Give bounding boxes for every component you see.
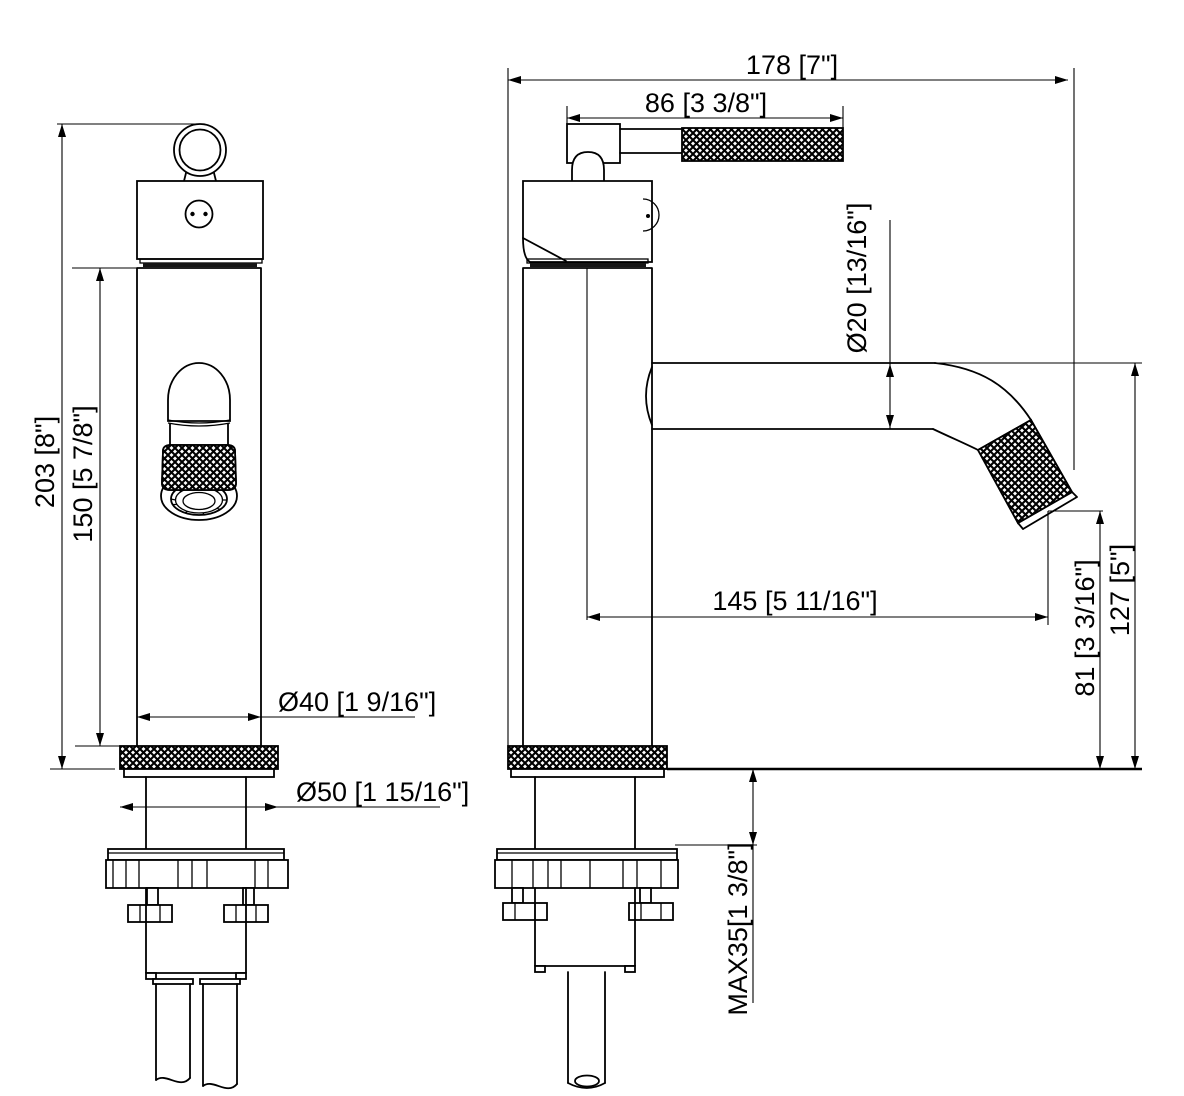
dim-spout-reach: 145 [5 11/16"] (712, 586, 877, 616)
dim-max-deck-thickness: MAX35[1 3/8"] (723, 842, 753, 1015)
inlet-pipe (567, 971, 606, 1089)
dim-total-depth: 178 [7"] (746, 50, 838, 80)
faucet-head-cap-side (522, 180, 653, 263)
dim-spout-height: 127 [5"] (1105, 544, 1135, 636)
supply-hoses (155, 983, 238, 1090)
dim-base-diameter: Ø50 [1 15/16"] (296, 777, 469, 807)
front-view (105, 123, 289, 1090)
dimension-annotations: 203 [8"] 150 [5 7/8"] Ø40 [1 9/16"] Ø50 … (30, 50, 1142, 1016)
base-knurl-ring (119, 745, 279, 770)
indicator-button (184, 199, 214, 229)
spout-side (645, 362, 1078, 530)
mounting-hardware-side (494, 776, 679, 973)
spout-front (160, 362, 238, 521)
dim-spout-diameter: Ø20 [13/16"] (842, 203, 872, 354)
dim-body-height: 150 [5 7/8"] (68, 405, 98, 542)
dim-handle-length: 86 [3 3/8"] (645, 88, 767, 118)
mounting-hardware-front (105, 776, 289, 985)
side-view (494, 123, 1078, 1089)
handle-stem-dome (571, 151, 605, 183)
handle-knurl-grip (681, 127, 844, 162)
handle-ring-inner (178, 128, 222, 172)
dim-outlet-height: 81 [3 3/16"] (1070, 559, 1100, 696)
base-knurl-ring-side (507, 745, 668, 770)
dim-body-diameter: Ø40 [1 9/16"] (278, 687, 436, 717)
dim-total-height: 203 [8"] (30, 416, 60, 508)
